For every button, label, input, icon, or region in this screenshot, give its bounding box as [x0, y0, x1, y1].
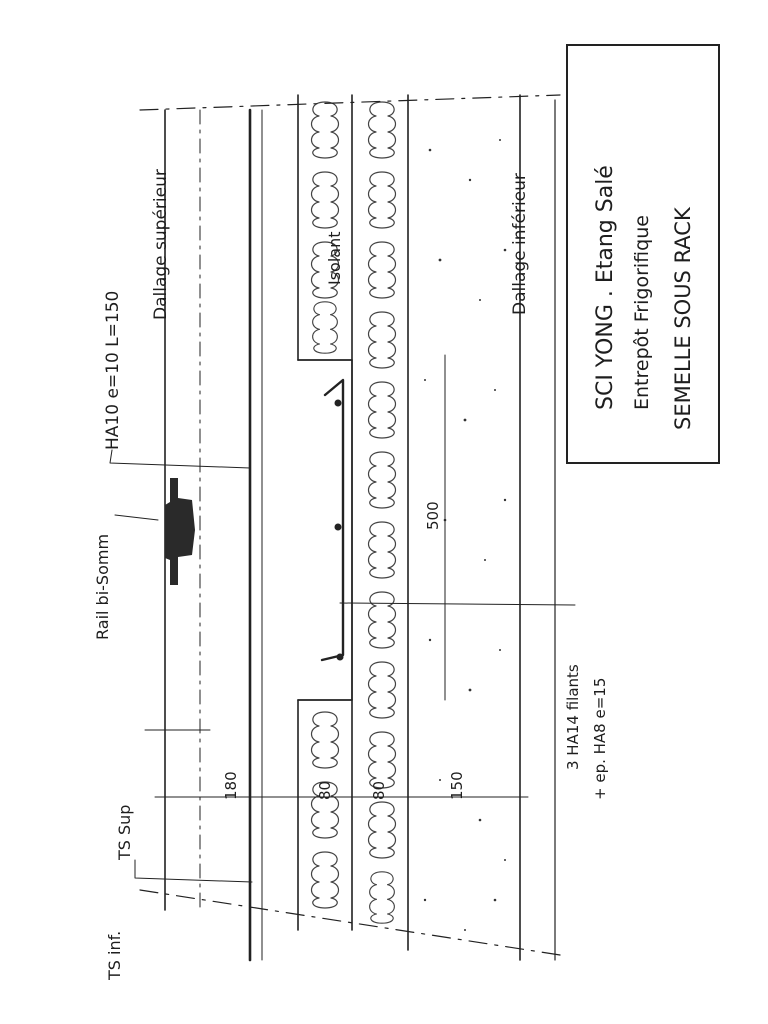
lower-slab-label: Dallage inférieur — [510, 173, 530, 315]
ts-sup-label: TS Sup — [115, 805, 134, 861]
title-line-1: SCI YONG . Etang Salé — [593, 165, 618, 410]
title-line-2: Entrepôt Frigorifique — [631, 215, 653, 410]
dim-500: 500 — [424, 501, 442, 530]
title-block — [566, 44, 720, 464]
rail-label: Rail bi-Somm — [93, 534, 112, 640]
rail-profile — [165, 478, 195, 585]
dimension-lines — [154, 354, 529, 798]
rebar-stirrups-label: + ep. HA8 e=15 — [591, 678, 609, 800]
insulation-label: Isolant — [325, 231, 344, 285]
footing-rebar — [320, 378, 345, 662]
ts-inf-label: TS inf. — [105, 931, 124, 981]
leader-lines — [109, 449, 576, 883]
title-line-3: SEMELLE SOUS RACK — [671, 206, 695, 430]
upper-slab-label: Dallage supérieur — [151, 169, 171, 320]
layer-lines — [139, 94, 561, 962]
dim-80-b: 80 — [370, 781, 388, 800]
rebar-main-label: 3 HA14 filants — [564, 664, 582, 770]
dim-180: 180 — [222, 771, 240, 800]
mesh-label: HA10 e=10 L=150 — [103, 291, 123, 450]
concrete-speckles — [423, 139, 507, 931]
dim-150: 150 — [448, 771, 466, 800]
dim-80-a: 80 — [316, 781, 334, 800]
